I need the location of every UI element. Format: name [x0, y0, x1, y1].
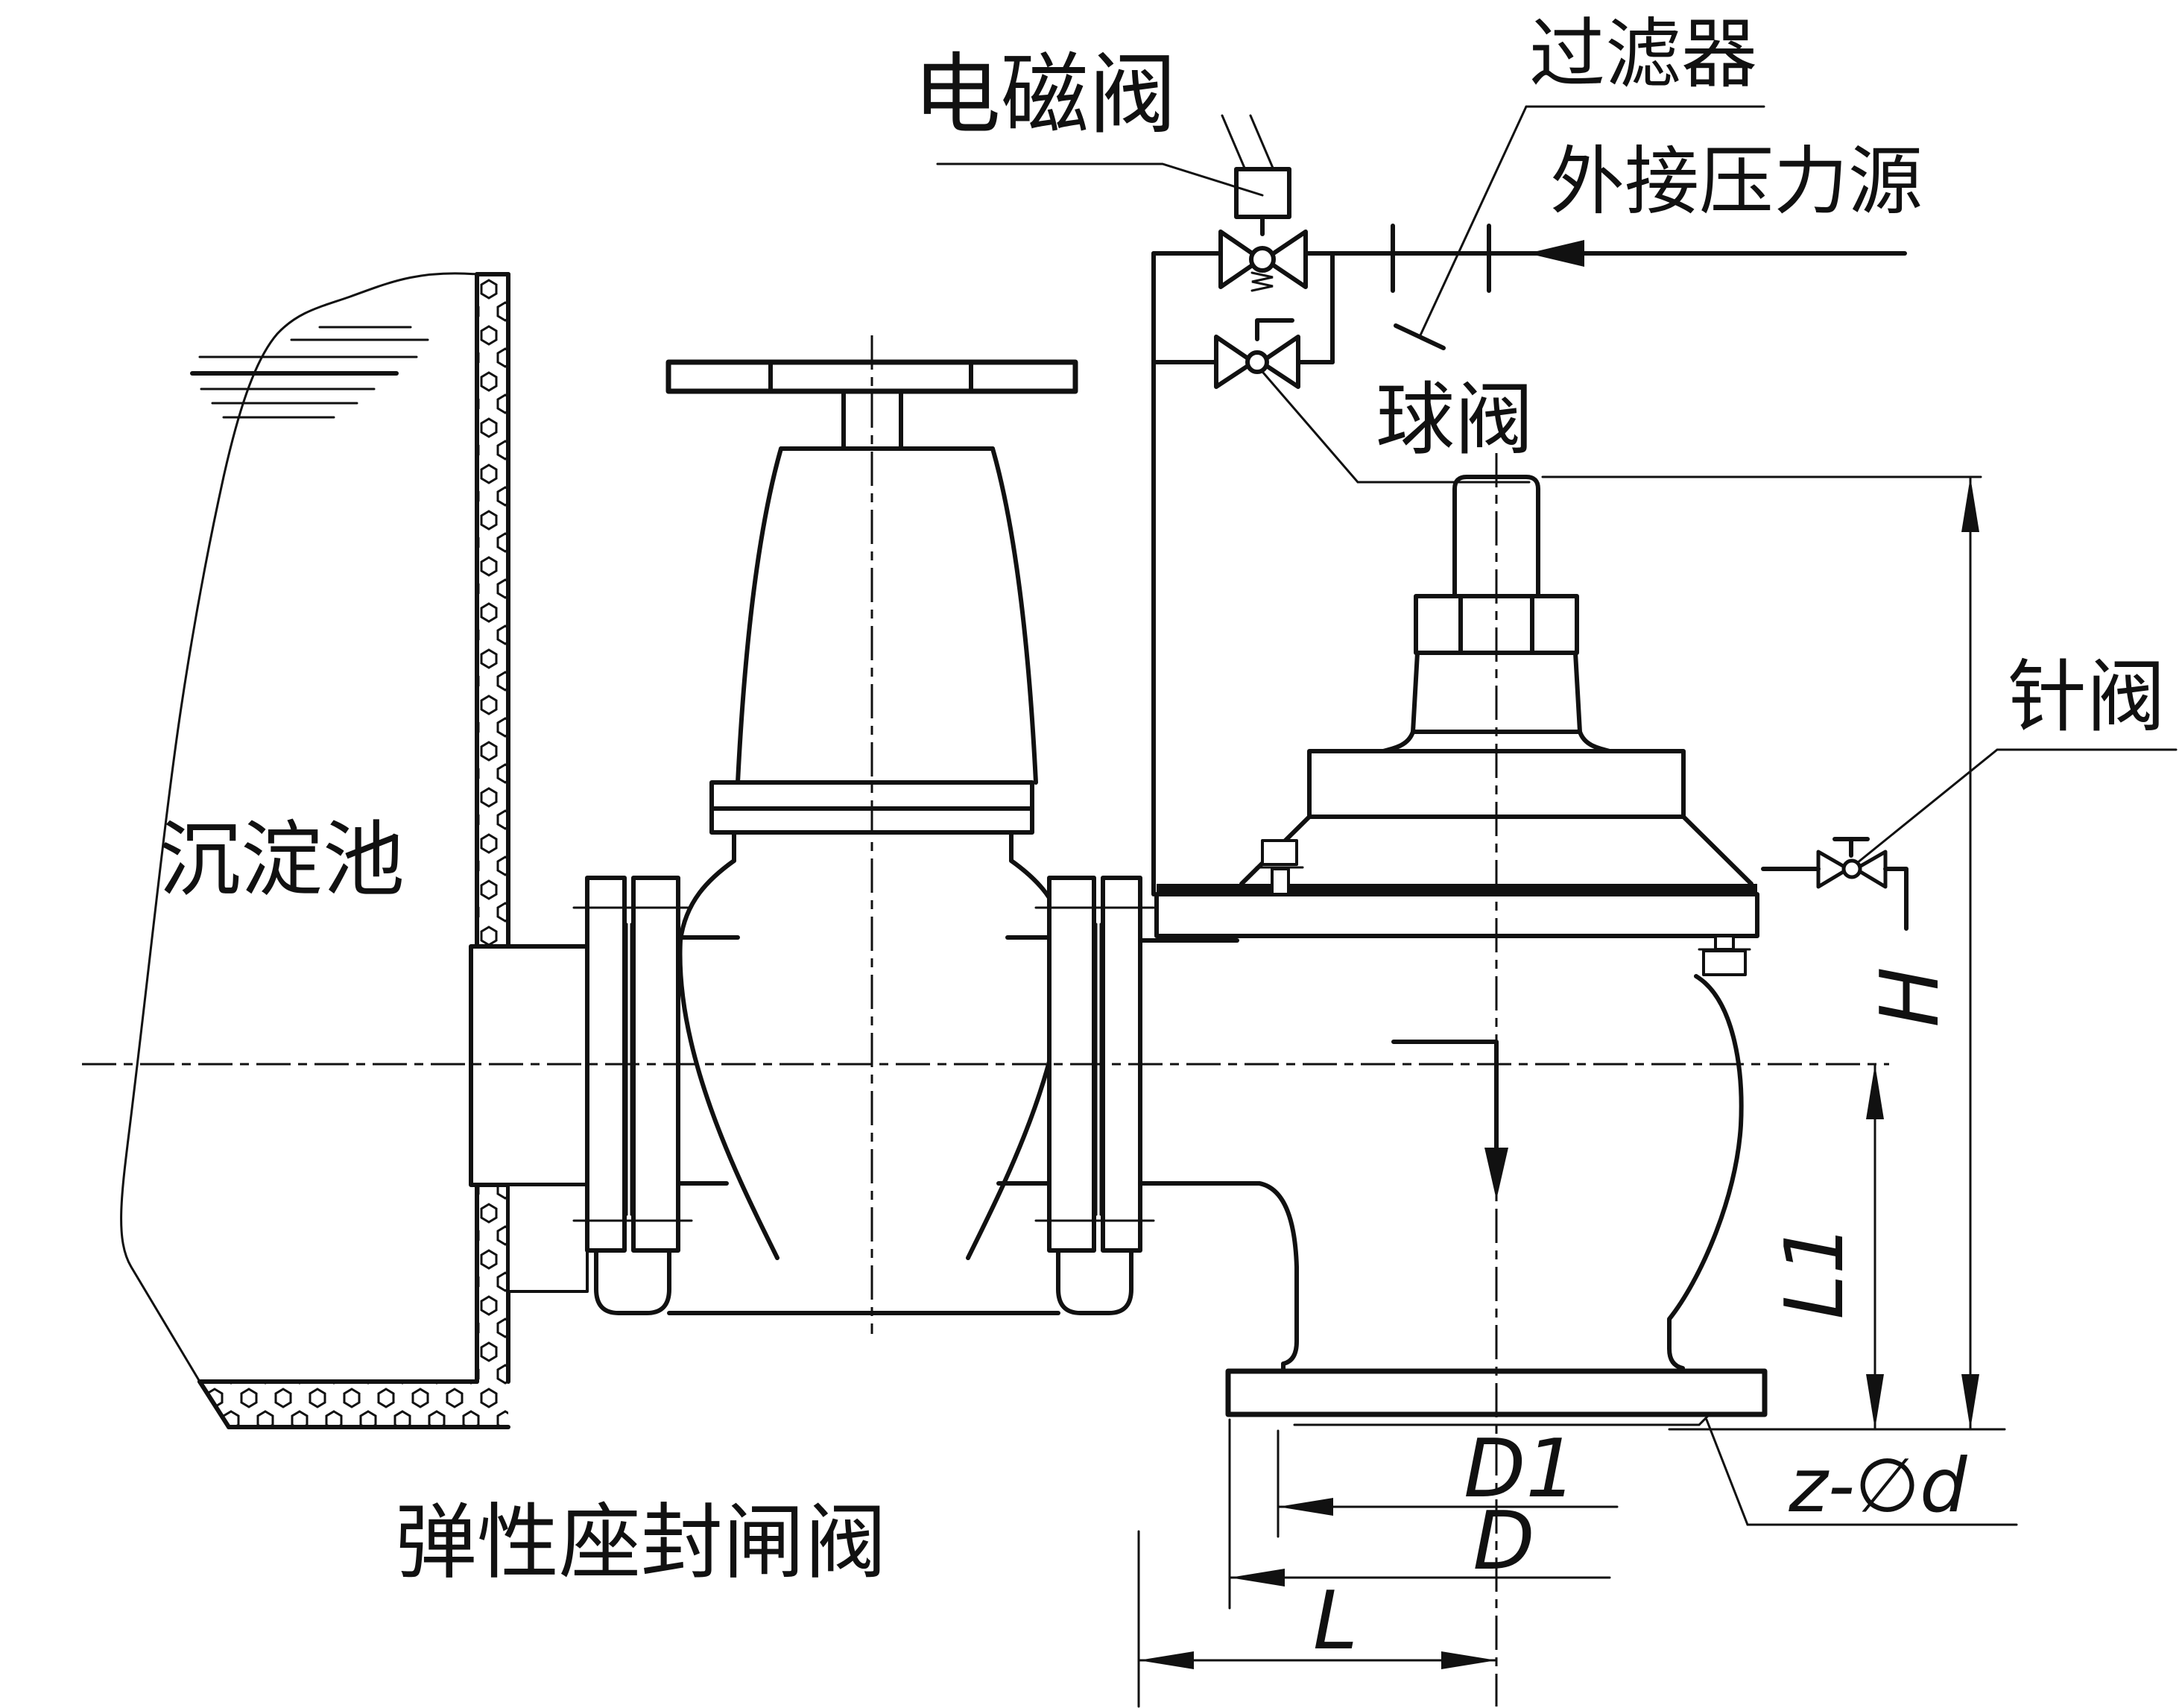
cover-cone-right [1681, 815, 1753, 886]
body-outline-right [1667, 974, 1744, 1373]
wall-pipe-sleeve [469, 944, 589, 1187]
label-gate-valve: 弹性座封闸阀 [395, 1495, 887, 1590]
water-surface-lines [190, 326, 429, 419]
tank-freeform-boundary [120, 272, 478, 1383]
filter-screen-bar [1394, 323, 1446, 350]
floor-left-edge [197, 1379, 231, 1429]
leader-ball-valve [1262, 371, 1531, 484]
bolt-nut [1702, 949, 1747, 976]
tank-wall [475, 272, 510, 1384]
dim-label-z-od: z-∅d [1788, 1442, 1967, 1529]
cover-flange [1154, 892, 1759, 938]
leader-needle-valve [1856, 748, 2178, 864]
body-outline-left [677, 858, 779, 1260]
valve-ball-icon [1841, 858, 1862, 879]
body-foot [594, 1248, 671, 1315]
dim-label-D1: D1 [1464, 1423, 1577, 1516]
main-control-valve [1138, 475, 1768, 1426]
label-ball-valve: 球阀 [1376, 374, 1534, 466]
dim-label-D: D [1473, 1495, 1534, 1588]
spring-zigzag-icon [1250, 271, 1274, 292]
solenoid-coil-box [1234, 167, 1291, 219]
bolt-shank [1271, 867, 1290, 896]
dimensions [1137, 475, 2018, 1708]
wall-sleeve-lower-block [507, 1183, 589, 1293]
wall-hatch [477, 274, 508, 1382]
dim-label-L1: L1 [1768, 1224, 1862, 1320]
bottom-flange-raised-face [1293, 1413, 1711, 1426]
skirt-left [1381, 730, 1415, 753]
solenoid-wire [1221, 114, 1247, 173]
filter-screen-line [1418, 105, 1528, 338]
valve-bowtie-left [1218, 230, 1263, 289]
label-sedimentation-tank: 沉淀池 [159, 812, 405, 908]
arrowhead-icon [1866, 1374, 1884, 1429]
arrowhead-icon [1961, 477, 1979, 532]
arrowhead-icon [1441, 1651, 1496, 1669]
dim-label-H: H [1864, 967, 1957, 1027]
arrowhead-icon [1866, 1064, 1884, 1119]
leader-z-od [1705, 1418, 1749, 1526]
body-foot [1056, 1248, 1133, 1315]
flow-in-arrowhead-icon [1528, 240, 1584, 267]
flow-path-line [1391, 1040, 1499, 1150]
bolt-nut [1261, 839, 1298, 866]
arrowhead-icon [1139, 1651, 1194, 1669]
label-leaders [936, 105, 2178, 864]
tank-floor [197, 1379, 510, 1429]
arrowhead-icon [1278, 1498, 1333, 1516]
bonnet-left [736, 446, 783, 785]
leader-solenoid [936, 162, 1264, 197]
solenoid-wire [1249, 114, 1276, 173]
skirt-right [1578, 730, 1612, 753]
text-labels: 电磁阀 过滤器 外接压力源 球阀 针阀 沉淀池 弹性座封闸阀 H L1 D1 D… [159, 10, 2166, 1668]
diaphragm-seal-band [1157, 884, 1757, 894]
bolt-shank [1714, 934, 1735, 951]
label-needle-valve: 针阀 [2008, 651, 2166, 743]
valve-bowtie-right [1259, 335, 1300, 389]
cover-bolt-right [1698, 934, 1751, 976]
label-filter: 过滤器 [1529, 10, 1757, 99]
cover-bolt-left [1255, 839, 1304, 896]
arrowhead-icon [1961, 1374, 1979, 1429]
valve-bowtie-right [1262, 230, 1308, 289]
arrowhead-icon [1230, 1569, 1285, 1587]
solenoid-valve[interactable] [1218, 114, 1308, 292]
filter-symbol [1391, 105, 1528, 350]
needle-valve[interactable] [1761, 837, 1909, 931]
label-external-pressure-source: 外接压力源 [1550, 138, 1923, 225]
ball-valve-handle [1255, 318, 1294, 341]
valve-bowtie-left [1816, 850, 1850, 889]
sedimentation-tank [120, 272, 589, 1429]
valve-bowtie-left [1214, 335, 1256, 389]
centerlines [82, 335, 1889, 1707]
label-solenoid-valve: 电磁阀 [913, 43, 1177, 146]
ball-valve[interactable] [1151, 251, 1335, 389]
valve-ball-icon [1245, 350, 1269, 374]
pilot-piping [1151, 105, 1907, 896]
needle-outlet-pipe [1883, 867, 1909, 931]
bonnet-right [990, 446, 1038, 785]
valve-ball-icon [1249, 246, 1276, 273]
floor-hatch [200, 1382, 508, 1427]
inlet-pipe-bottom-body-left [1138, 1181, 1299, 1373]
dim-label-L: L [1313, 1575, 1358, 1668]
